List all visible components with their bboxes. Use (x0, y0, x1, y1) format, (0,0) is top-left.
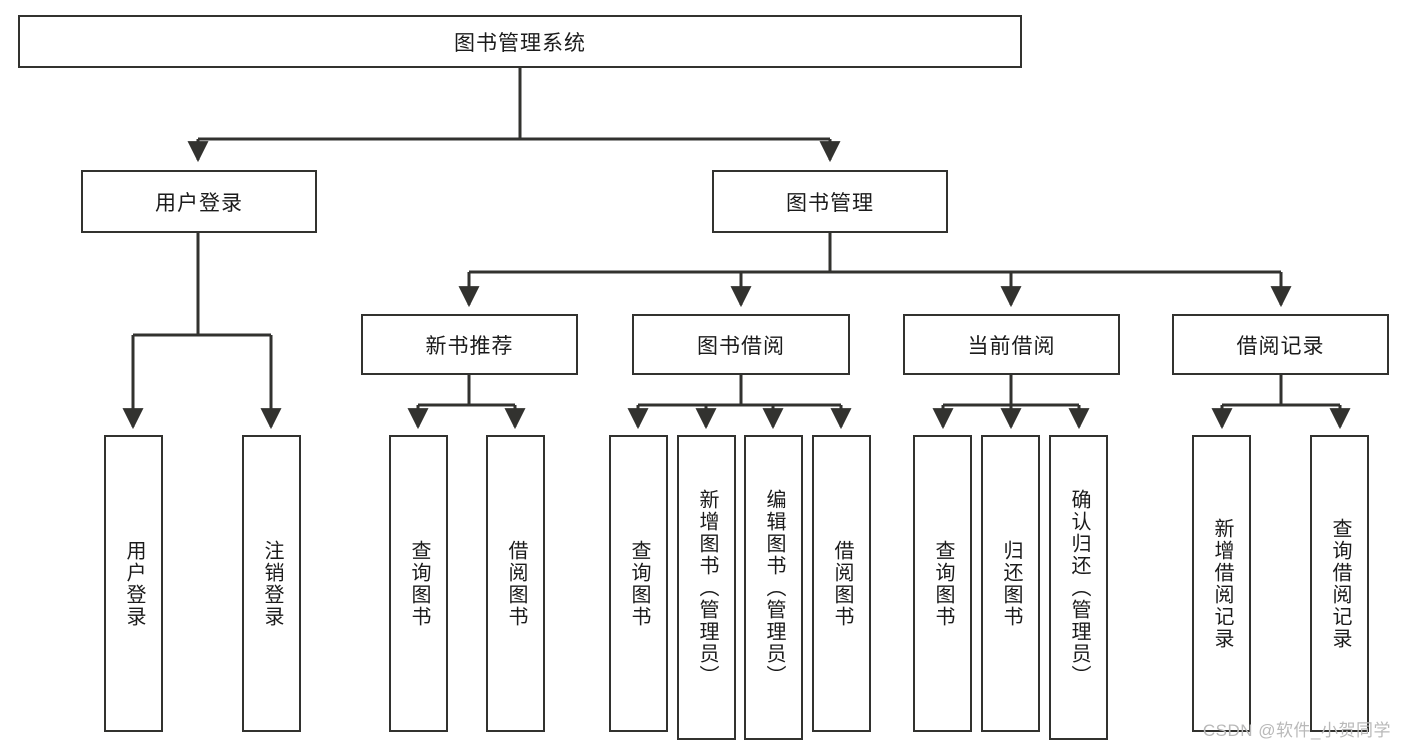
node-user-login-label: 用户登录 (155, 191, 243, 215)
node-leaf-query-borrow-record-label: 查询借阅记录 (1329, 517, 1351, 650)
node-book-management[interactable]: 图书管理 (712, 170, 948, 233)
node-leaf-user-login[interactable]: 用户登录 (104, 435, 163, 732)
node-book-borrow-label: 图书借阅 (697, 334, 785, 358)
node-borrow-record[interactable]: 借阅记录 (1172, 314, 1389, 375)
node-book-borrow[interactable]: 图书借阅 (632, 314, 850, 375)
node-leaf-add-book-admin-label: 新增图书（管理员） (696, 488, 718, 687)
node-leaf-query-borrow-record[interactable]: 查询借阅记录 (1310, 435, 1369, 732)
node-leaf-add-borrow-record[interactable]: 新增借阅记录 (1192, 435, 1251, 732)
node-new-book-recommend-label: 新书推荐 (425, 334, 514, 358)
node-leaf-recommend-query-book-label: 查询图书 (408, 539, 430, 628)
node-leaf-logout[interactable]: 注销登录 (242, 435, 301, 732)
node-leaf-recommend-query-book[interactable]: 查询图书 (389, 435, 448, 732)
node-leaf-borrow-query-book-label: 查询图书 (628, 539, 650, 628)
node-leaf-borrow-query-book[interactable]: 查询图书 (609, 435, 668, 732)
node-current-borrow-label: 当前借阅 (967, 334, 1056, 358)
node-current-borrow[interactable]: 当前借阅 (903, 314, 1120, 375)
node-leaf-current-query-book-label: 查询图书 (932, 539, 954, 628)
node-leaf-edit-book-admin[interactable]: 编辑图书（管理员） (744, 435, 803, 740)
node-root-label: 图书管理系统 (454, 31, 586, 55)
node-root[interactable]: 图书管理系统 (18, 15, 1022, 68)
node-leaf-return-book-label: 归还图书 (1000, 539, 1022, 628)
node-leaf-recommend-borrow-book-label: 借阅图书 (505, 539, 527, 628)
node-leaf-confirm-return-admin-label: 确认归还（管理员） (1068, 488, 1090, 687)
node-leaf-return-book[interactable]: 归还图书 (981, 435, 1040, 732)
node-leaf-add-book-admin[interactable]: 新增图书（管理员） (677, 435, 736, 740)
node-leaf-borrow-book-label: 借阅图书 (831, 539, 853, 628)
node-leaf-recommend-borrow-book[interactable]: 借阅图书 (486, 435, 545, 732)
node-leaf-add-borrow-record-label: 新增借阅记录 (1211, 517, 1233, 650)
node-new-book-recommend[interactable]: 新书推荐 (361, 314, 578, 375)
node-leaf-current-query-book[interactable]: 查询图书 (913, 435, 972, 732)
node-leaf-edit-book-admin-label: 编辑图书（管理员） (763, 488, 785, 687)
node-book-management-label: 图书管理 (786, 191, 874, 215)
node-leaf-user-login-label: 用户登录 (123, 539, 145, 628)
node-user-login[interactable]: 用户登录 (81, 170, 317, 233)
node-leaf-logout-label: 注销登录 (261, 539, 283, 628)
node-leaf-confirm-return-admin[interactable]: 确认归还（管理员） (1049, 435, 1108, 740)
node-borrow-record-label: 借阅记录 (1236, 334, 1325, 358)
node-leaf-borrow-book[interactable]: 借阅图书 (812, 435, 871, 732)
